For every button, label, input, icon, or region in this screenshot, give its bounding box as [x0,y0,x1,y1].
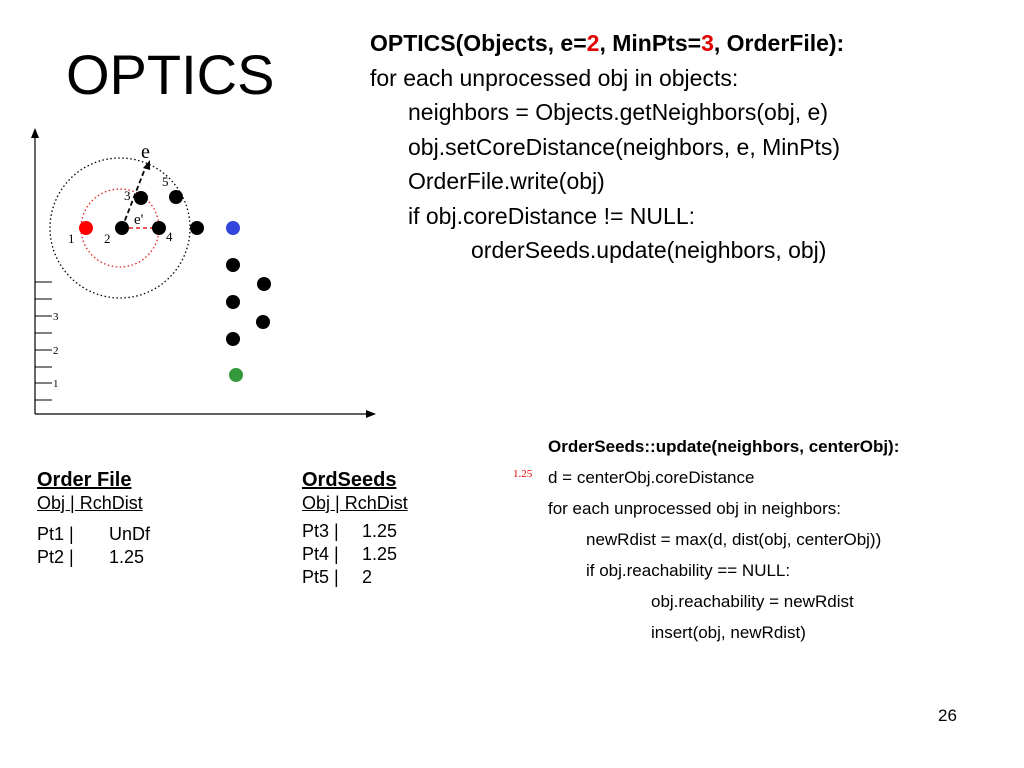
update-line: for each unprocessed obj in neighbors: [548,499,841,518]
point [226,332,240,346]
e-radius-line [121,165,147,229]
update-line: insert(obj, newRdist) [651,623,806,642]
header-mid: , MinPts= [599,30,702,56]
y-axis-ticks [35,281,52,401]
point [257,277,271,291]
order-file-table: Order File Obj | RchDist Pt1 | UnDf Pt2 |… [37,468,150,569]
d-value-annotation: 1.25 [513,468,533,480]
tick-label: 1 [53,378,59,390]
row-dist: UnDf [109,524,151,544]
point-1-current [79,221,93,235]
algo-line: orderSeeds.update(neighbors, obj) [471,237,827,263]
e-radius-arrow [143,160,150,170]
row-dist: 1.25 [109,547,145,567]
table-row: Pt5 | 2 [302,566,408,589]
update-line: newRdist = max(d, dist(obj, centerObj)) [586,530,882,549]
update-procedure: OrderSeeds::update(neighbors, centerObj)… [548,431,899,648]
algo-line: neighbors = Objects.getNeighbors(obj, e) [408,99,828,125]
point-label: 5 [162,174,169,189]
row-obj: Pt2 | [37,547,74,567]
y-axis-arrow [31,128,39,138]
row-obj: Pt3 | [302,521,339,541]
point-next [226,221,240,235]
row-dist: 1.25 [362,544,398,564]
point [226,295,240,309]
ordseeds-columns: Obj | RchDist [302,493,408,513]
tick-label: 3 [53,311,59,323]
slide-title: OPTICS [66,43,275,106]
algorithm-header: OPTICS(Objects, e=2, MinPts=3, OrderFile… [370,26,844,61]
page-number: 26 [938,706,957,725]
ordseeds-title: OrdSeeds [302,469,397,491]
row-dist: 1.25 [362,521,398,541]
minpts-value: 3 [701,30,714,56]
table-row: Pt3 | 1.25 [302,520,408,543]
tick-label: 2 [53,345,59,357]
e-value: 2 [586,30,600,56]
point-last [229,368,243,382]
point [190,221,204,235]
point-3 [134,191,148,205]
optics-algorithm: OPTICS(Objects, e=2, MinPts=3, OrderFile… [370,26,844,268]
point-label: 2 [104,231,111,246]
point [226,258,240,272]
e-label: e [141,141,150,163]
order-file-title: Order File [37,469,132,491]
update-line: obj.reachability = newRdist [651,592,854,611]
header-prefix: OPTICS(Objects, e= [370,30,587,56]
row-obj: Pt4 | [302,544,339,564]
row-dist: 2 [362,567,373,587]
table-row: Pt4 | 1.25 [302,543,408,566]
update-line: if obj.reachability == NULL: [586,561,791,580]
point-label: 3 [124,188,131,203]
algo-line: for each unprocessed obj in objects: [370,64,739,91]
update-header: OrderSeeds::update(neighbors, centerObj)… [548,437,900,456]
order-file-columns: Obj | RchDist [37,493,143,513]
table-row: Pt1 | UnDf [37,523,150,546]
e-prime-label: e' [134,212,144,228]
point-4 [152,221,166,235]
algo-line: if obj.coreDistance != NULL: [408,202,695,229]
header-suffix: , OrderFile): [713,30,845,56]
algo-line: OrderFile.write(obj) [408,168,605,194]
point [256,315,270,329]
row-obj: Pt5 | [302,567,339,587]
update-line: d = centerObj.coreDistance [548,468,755,487]
point-label: 4 [166,229,173,244]
point-2 [115,221,129,235]
ordseeds-table: OrdSeeds Obj | RchDist Pt3 | 1.25 Pt4 | 1.… [302,468,408,589]
row-obj: Pt1 | [37,524,74,544]
point-label: 1 [68,231,75,246]
algo-line: obj.setCoreDistance(neighbors, e, MinPts… [408,133,841,160]
x-axis-arrow [366,410,376,418]
table-row: Pt2 | 1.25 [37,546,150,569]
point-5 [169,190,183,204]
